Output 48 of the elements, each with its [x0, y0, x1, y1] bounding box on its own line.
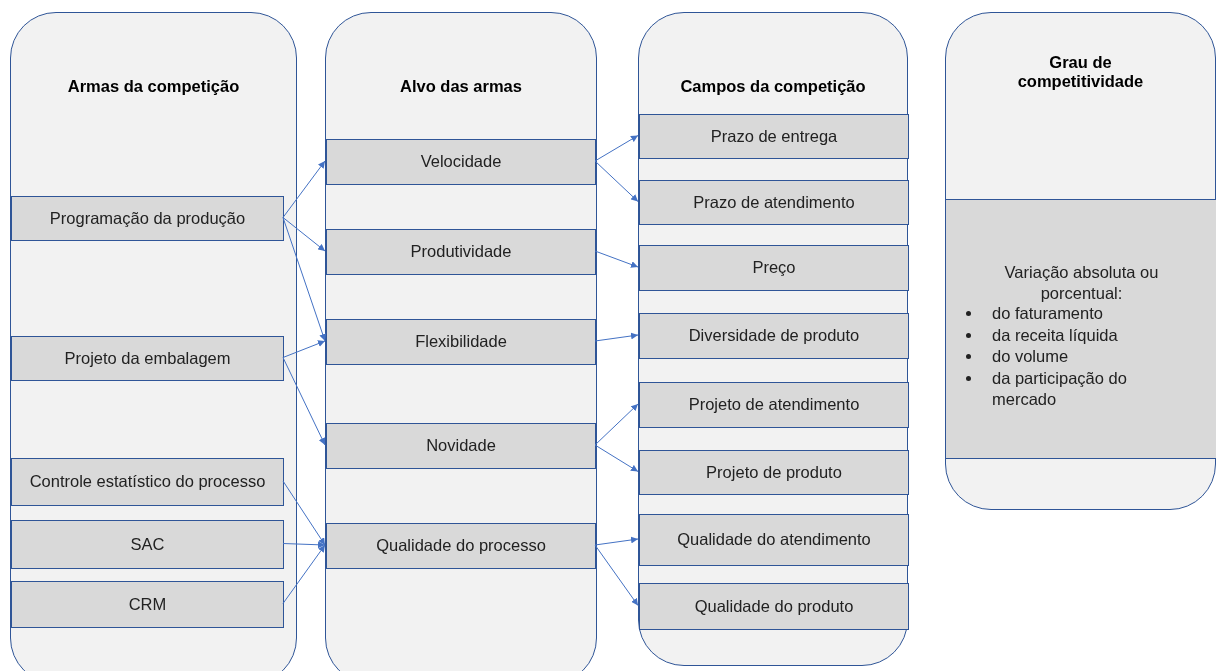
arrow: [594, 332, 639, 342]
arrow: [594, 403, 639, 446]
column-heading: Alvo das armas: [399, 77, 523, 96]
item-box: Controle estatístico do processo: [11, 458, 284, 506]
item-box: Diversidade de produto: [639, 313, 909, 359]
arrow: [282, 160, 326, 218]
arrow: [594, 536, 639, 546]
item-box: Prazo de atendimento: [639, 180, 909, 225]
arrow: [282, 480, 326, 546]
arrow: [282, 217, 327, 342]
item-box: Produtividade: [326, 229, 596, 275]
weapons-column: [10, 12, 297, 671]
item-box: Preço: [639, 245, 909, 291]
item-box: Qualidade do atendimento: [639, 514, 909, 566]
arrow: [282, 340, 326, 358]
bullet-text: do volume: [992, 347, 1069, 366]
item-box: Projeto da embalagem: [11, 336, 284, 381]
bullet-text: da participação do mercado: [992, 368, 1127, 408]
arrow: [594, 250, 639, 268]
item-box: Qualidade do processo: [326, 523, 596, 569]
column-heading: Grau de competitividade: [1016, 53, 1145, 91]
panel-text: Variação absoluta ou porcentual:: [1003, 262, 1160, 304]
item-box: Flexibilidade: [326, 319, 596, 365]
item-box: SAC: [11, 520, 284, 569]
item-box: Programação da produção: [11, 196, 284, 241]
bullet-text: da receita líquida: [992, 325, 1118, 344]
item-box: Prazo de entrega: [639, 114, 909, 159]
arrow: [594, 160, 639, 202]
arrow: [594, 135, 639, 162]
arrow: [282, 541, 326, 549]
item-box: Novidade: [326, 423, 596, 469]
arrow: [282, 544, 326, 604]
item-box: Velocidade: [326, 139, 596, 185]
result-panel: [946, 199, 1216, 459]
fields-column: [638, 12, 908, 666]
item-box: CRM: [11, 581, 284, 628]
arrow: [282, 357, 326, 446]
item-box: Projeto de produto: [639, 450, 909, 495]
column-heading: Campos da competição: [679, 77, 867, 96]
targets-column: [325, 12, 597, 671]
column-heading: Armas da competição: [66, 77, 241, 96]
competitiveness-column: [945, 12, 1216, 510]
arrow: [594, 544, 639, 606]
bullet-text: do faturamento: [992, 304, 1103, 323]
arrow: [594, 444, 639, 472]
arrow: [282, 217, 326, 252]
item-box: Qualidade do produto: [639, 583, 909, 630]
item-box: Projeto de atendimento: [639, 382, 909, 428]
